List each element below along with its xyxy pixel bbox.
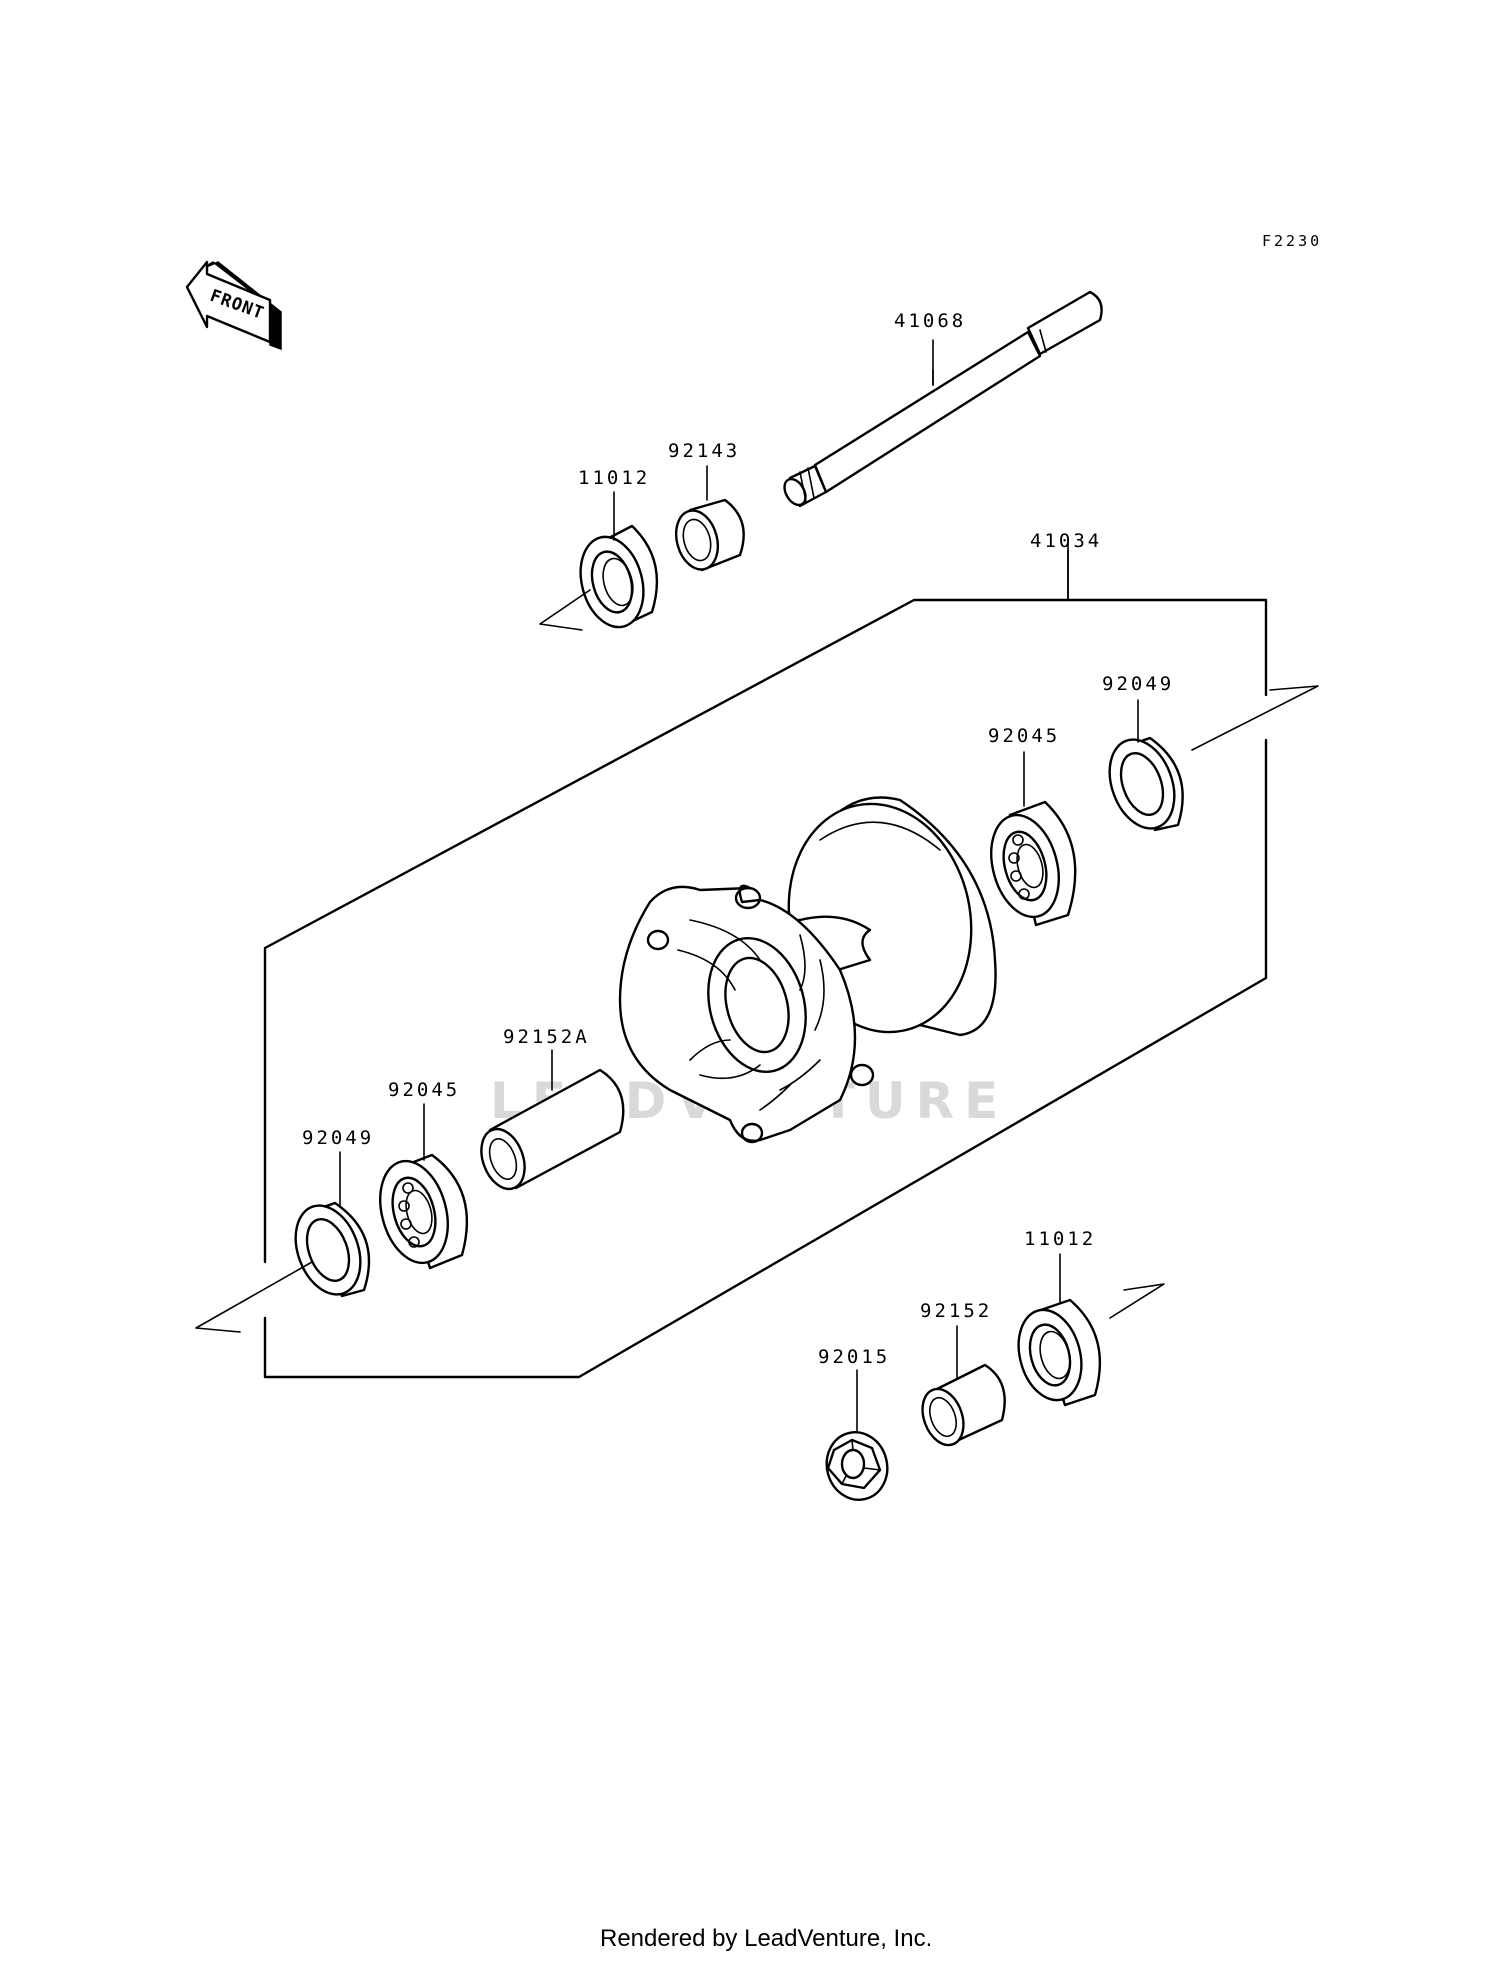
- front-arrow-icon: FRONT: [185, 260, 282, 351]
- axis-line-lower: [1109, 1283, 1165, 1319]
- label-bearing-right: 92045: [988, 725, 1060, 747]
- bearing-left: [379, 1153, 469, 1270]
- label-axle: 41068: [894, 310, 966, 332]
- wheel-hub: [618, 796, 997, 1144]
- collar-lower: [921, 1363, 1006, 1447]
- label-seal-lower: 11012: [1024, 1228, 1096, 1250]
- label-seal-left: 92049: [302, 1127, 374, 1149]
- axis-line-left: [195, 1261, 313, 1333]
- seal-left: [294, 1201, 371, 1298]
- nut: [825, 1431, 889, 1501]
- footer-credit: Rendered by LeadVenture, Inc.: [600, 1925, 932, 1952]
- bearing-right: [990, 800, 1077, 927]
- label-collar-lower: 92152: [920, 1300, 992, 1322]
- label-collar-upper: 92143: [668, 440, 740, 462]
- axis-line-upper: [539, 589, 591, 631]
- seal-upper: [579, 524, 659, 629]
- axle: [783, 290, 1103, 508]
- label-bearing-left: 92045: [388, 1079, 460, 1101]
- label-hub: 41034: [1030, 530, 1102, 552]
- label-seal-upper: 11012: [578, 467, 650, 489]
- seal-lower: [1017, 1298, 1102, 1407]
- axis-line-right: [1191, 685, 1319, 751]
- seal-right: [1108, 736, 1184, 832]
- spacer-hub: [480, 1068, 625, 1191]
- label-spacer-hub: 92152A: [503, 1026, 590, 1048]
- label-seal-right: 92049: [1102, 673, 1174, 695]
- label-nut: 92015: [818, 1346, 890, 1368]
- reference-code: F2230: [1262, 232, 1322, 250]
- collar-upper: [674, 498, 745, 572]
